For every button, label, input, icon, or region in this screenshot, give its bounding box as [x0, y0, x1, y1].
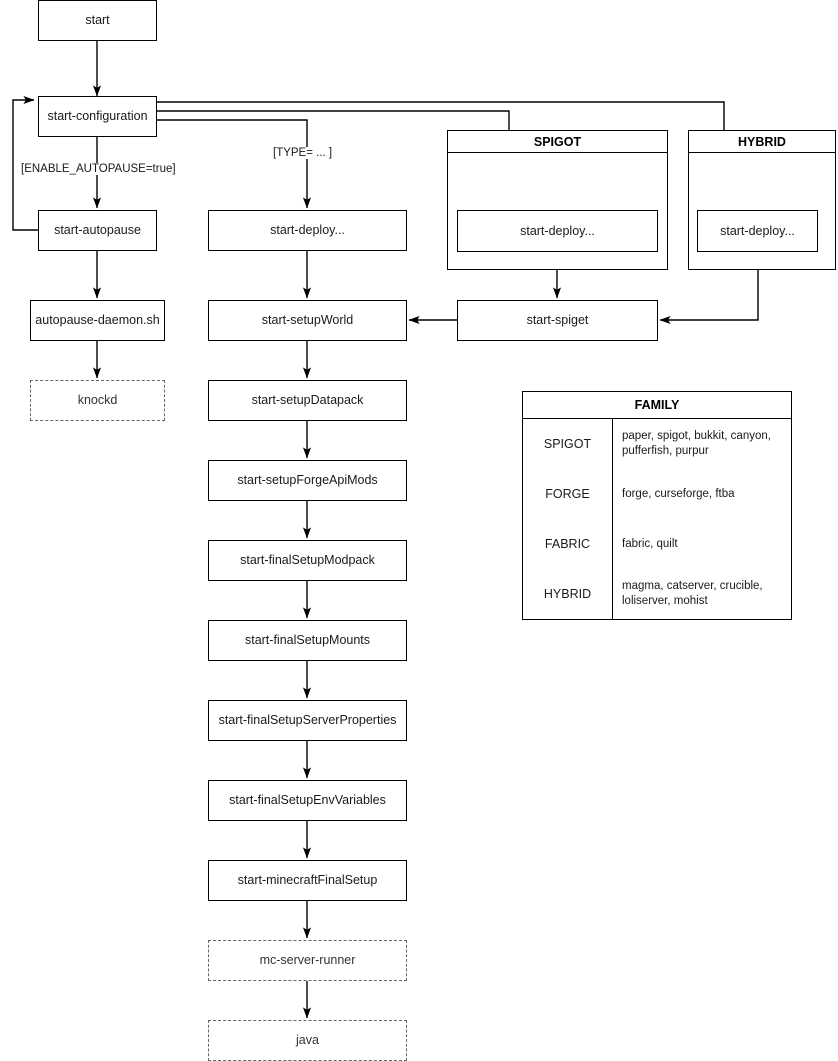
- node-start-finalsetupenvvariables[interactable]: start-finalSetupEnvVariables: [208, 780, 407, 821]
- edge-configuration-to-deploy-center: [157, 119, 312, 209]
- node-start-minecraftfinalsetup[interactable]: start-minecraftFinalSetup: [208, 860, 407, 901]
- edge-label-type: [TYPE= ... ]: [272, 147, 334, 159]
- node-start-setupforgeapimods[interactable]: start-setupForgeApiMods: [208, 460, 407, 501]
- legend-value: magma, catserver, crucible, loliserver, …: [622, 580, 763, 607]
- node-start-setupworld[interactable]: start-setupWorld: [208, 300, 407, 341]
- legend-row: HYBRID magma, catserver, crucible, lolis…: [523, 569, 791, 619]
- family-legend-header: FAMILY: [523, 392, 791, 419]
- node-knockd[interactable]: knockd: [30, 380, 165, 421]
- family-legend-table: FAMILY SPIGOT paper, spigot, bukkit, can…: [522, 391, 792, 620]
- legend-row: FABRIC fabric, quilt: [523, 519, 791, 569]
- legend-value: paper, spigot, bukkit, canyon, pufferfis…: [622, 430, 771, 457]
- node-start-deploy-hybrid[interactable]: start-deploy...: [697, 210, 818, 252]
- node-start-deploy-center[interactable]: start-deploy...: [208, 210, 407, 251]
- legend-key: SPIGOT: [523, 419, 613, 469]
- node-start-setupdatapack[interactable]: start-setupDatapack: [208, 380, 407, 421]
- node-start-configuration[interactable]: start-configuration: [38, 96, 157, 137]
- node-start-finalsetupserverproperties[interactable]: start-finalSetupServerProperties: [208, 700, 407, 741]
- node-start-spiget[interactable]: start-spiget: [457, 300, 658, 341]
- legend-key: FORGE: [523, 469, 613, 519]
- group-spigot-title: SPIGOT: [448, 131, 667, 153]
- node-java[interactable]: java: [208, 1020, 407, 1061]
- legend-row: FORGE forge, curseforge, ftba: [523, 469, 791, 519]
- legend-row: SPIGOT paper, spigot, bukkit, canyon, pu…: [523, 419, 791, 469]
- node-start[interactable]: start: [38, 0, 157, 41]
- node-mc-server-runner[interactable]: mc-server-runner: [208, 940, 407, 981]
- legend-key: HYBRID: [523, 569, 613, 619]
- node-start-finalsetupmodpack[interactable]: start-finalSetupModpack: [208, 540, 407, 581]
- legend-key: FABRIC: [523, 519, 613, 569]
- legend-value: fabric, quilt: [622, 537, 678, 550]
- edge-label-enable-autopause: [ENABLE_AUTOPAUSE=true]: [20, 163, 177, 175]
- family-legend-body: SPIGOT paper, spigot, bukkit, canyon, pu…: [523, 419, 791, 619]
- node-autopause-daemon[interactable]: autopause-daemon.sh: [30, 300, 165, 341]
- group-hybrid-title: HYBRID: [689, 131, 835, 153]
- node-start-deploy-spigot[interactable]: start-deploy...: [457, 210, 658, 252]
- node-start-finalsetupmounts[interactable]: start-finalSetupMounts: [208, 620, 407, 661]
- legend-value: forge, curseforge, ftba: [622, 487, 735, 500]
- node-start-autopause[interactable]: start-autopause: [38, 210, 157, 251]
